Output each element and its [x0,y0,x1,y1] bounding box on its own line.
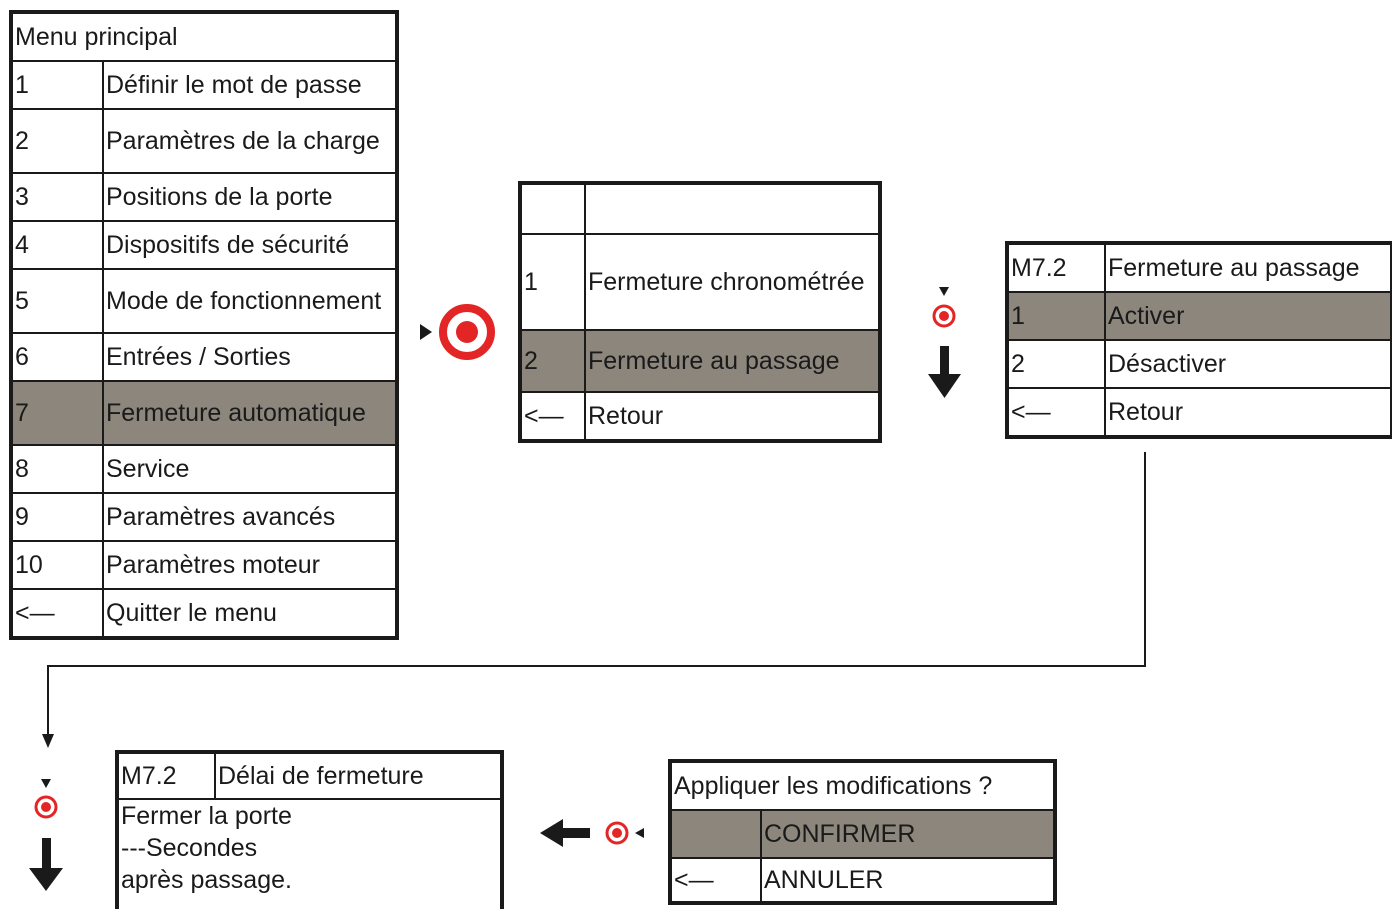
menu-row-number: 10 [11,540,104,590]
menu-row-label: Retour [584,391,880,441]
delay-header: M7.2 Délai de fermeture [117,752,502,800]
menu-row-label: Fermeture au passage [584,329,880,393]
m72-title: Fermeture au passage [1104,243,1392,293]
pointer-triangle-icon [939,287,949,296]
submenu-header-label [584,183,880,235]
menu-row[interactable]: <—Quitter le menu [11,588,397,638]
delay-body: Fermer la porte ---Secondes après passag… [117,798,502,909]
menu-row-label: Retour [1104,387,1392,437]
button-press-icon [439,304,495,360]
menu-row-number: 5 [11,268,104,334]
m72-header: M7.2 Fermeture au passage [1007,243,1392,293]
apply-dialog-table: Appliquer les modifications ? CONFIRMER<… [667,759,1058,905]
menu-row-number: 3 [11,172,104,222]
menu-row-number: 1 [520,233,586,331]
menu-row-number: 6 [11,332,104,382]
submenu-header-num [520,183,586,235]
delay-line-3: après passage. [121,866,292,894]
menu-row-number: 2 [520,329,586,393]
menu-row-number: 2 [11,108,104,174]
menu-row-number: <— [11,588,104,638]
menu-row[interactable]: <—Retour [1007,387,1392,437]
apply-header: Appliquer les modifications ? [669,761,1056,811]
menu-row-label: Activer [1104,291,1392,341]
pointer-triangle-icon [635,828,644,838]
menu-row-label: Mode de fonctionnement [102,268,397,334]
menu-row-number: 1 [1007,291,1106,341]
menu-row[interactable]: CONFIRMER [670,809,1056,859]
menu-row-label: Paramètres de la charge [102,108,397,174]
main-menu-header: Menu principal [11,12,397,62]
arrow-down-icon [42,734,54,748]
menu-row[interactable]: <—ANNULER [670,857,1056,903]
pointer-triangle-icon [41,779,51,788]
menu-row-label: Service [102,444,397,494]
menu-row-label: Définir le mot de passe [102,60,397,110]
menu-row-number [670,809,762,859]
menu-row-number: 1 [11,60,104,110]
menu-row-number: 2 [1007,339,1106,389]
button-press-icon [932,304,956,328]
submenu-header [520,183,880,235]
menu-row-number: <— [670,857,762,903]
menu-row-label: Positions de la porte [102,172,397,222]
menu-row-label: CONFIRMER [759,809,1056,859]
pointer-triangle-icon [420,324,432,340]
arrow-down-icon [928,346,961,398]
arrow-left-icon [540,819,590,847]
button-press-icon [34,795,58,819]
menu-row-label: ANNULER [759,857,1056,903]
main-menu-title: Menu principal [11,12,397,62]
delay-screen-table: M7.2 Délai de fermeture Fermer la porte … [115,750,504,909]
menu-row-number: <— [1007,387,1106,437]
menu-row[interactable]: <—Retour [520,391,880,441]
arrow-down-icon [29,838,63,891]
button-press-icon [605,821,629,845]
menu-row-label: Dispositifs de sécurité [102,220,397,270]
menu-row-label: Quitter le menu [102,588,397,638]
menu-row-label: Fermeture automatique [102,380,397,446]
delay-code: M7.2 [117,752,216,800]
menu-row-number: 9 [11,492,104,542]
menu-row-label: Paramètres avancés [102,492,397,542]
menu-row-number: 7 [11,380,104,446]
menu-row-label: Entrées / Sorties [102,332,397,382]
m72-code: M7.2 [1007,243,1106,293]
menu-row-number: 4 [11,220,104,270]
delay-line-1: Fermer la porte [121,802,292,830]
menu-row-number: 8 [11,444,104,494]
delay-title: Délai de fermeture [214,752,502,800]
menu-row-label: Paramètres moteur [102,540,397,590]
menu-row-label: Désactiver [1104,339,1392,389]
menu-row-number: <— [520,391,586,441]
delay-line-2: ---Secondes [121,834,258,862]
delay-body-row: Fermer la porte ---Secondes après passag… [117,798,502,909]
menu-row-label: Fermeture chronométrée [584,233,880,331]
apply-question: Appliquer les modifications ? [669,761,1056,811]
